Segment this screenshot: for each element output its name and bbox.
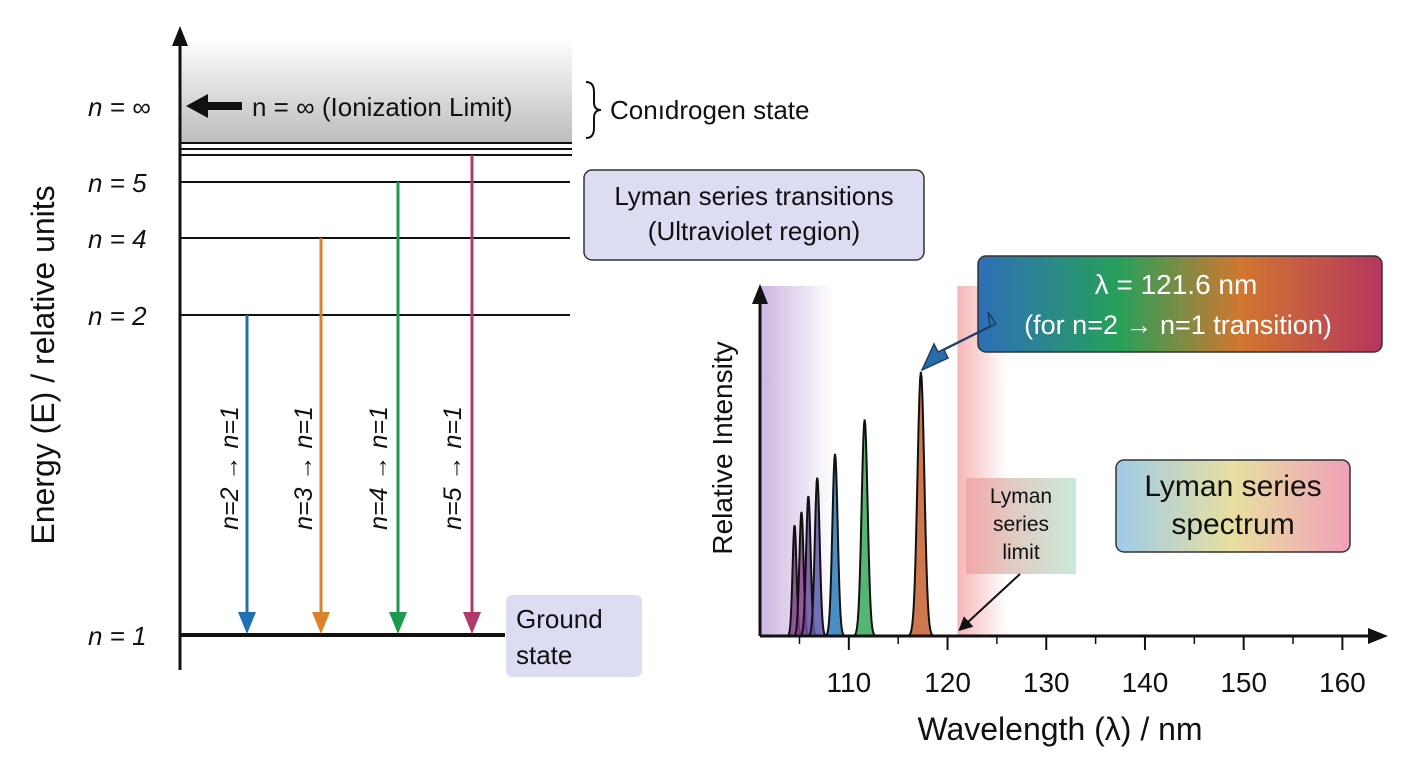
ground-state-box: [506, 595, 642, 677]
spectrum-x-label: Wavelength (λ) / nm: [917, 711, 1202, 747]
series-limit-line1: Lyman: [990, 485, 1052, 508]
spectral-peak: [837, 419, 892, 636]
spectral-peak: [776, 525, 813, 636]
transition-3-1: n=3 → n=1: [290, 238, 330, 634]
spectrum-y-label: Relative Intensity: [707, 341, 738, 554]
series-limit-line2: series: [993, 513, 1049, 536]
level-label-2: n = 2: [88, 301, 147, 331]
callout-line2: (for n=2 → n=1 transition): [1024, 310, 1332, 340]
x-tick-label: 140: [1122, 667, 1169, 698]
spectrum-label-line2: spectrum: [1171, 508, 1294, 541]
series-box-line2: (Ultraviolet region): [648, 216, 860, 246]
series-box-line1: Lyman series transitions: [614, 181, 893, 211]
arrowhead-icon: [389, 612, 407, 634]
series-limit-arrow: [958, 573, 1021, 631]
arrowhead-icon: [463, 612, 481, 634]
spectrum-label-box: [1115, 459, 1351, 553]
callout-line1: λ = 121.6 nm: [1095, 269, 1258, 300]
x-tick-label: 150: [1220, 667, 1267, 698]
series-limit-line3: limit: [1002, 541, 1039, 564]
ionization-arrow-icon: [186, 94, 242, 118]
spectrum-x-arrowhead: [1368, 628, 1388, 644]
continuum-brace: [585, 81, 602, 139]
callout-pointer-arrow: [920, 311, 998, 372]
x-tick-label: 120: [924, 667, 971, 698]
spectral-peak: [782, 511, 821, 636]
ionization-band: [180, 38, 572, 142]
continuum-label: Conıdrogen state: [610, 95, 809, 125]
spectral-peak: [787, 496, 830, 636]
series-box: [583, 169, 925, 261]
energy-axis-label: Energy (E) / relative units: [25, 185, 61, 544]
spectral-peak: [794, 477, 840, 636]
transition-2-1: n=2 → n=1: [216, 315, 256, 634]
transition-4-1: n=4 → n=1: [365, 182, 407, 634]
level-label-inf: n = ∞: [88, 92, 151, 122]
transition-label: n=5 → n=1: [439, 406, 467, 530]
level-label-1: n = 1: [88, 621, 147, 651]
series-limit-box: [966, 478, 1076, 574]
transition-label: n=4 → n=1: [365, 406, 393, 530]
spectral-peak: [889, 372, 953, 636]
transition-label: n=2 → n=1: [216, 406, 244, 530]
x-tick-label: 160: [1319, 667, 1366, 698]
arrowhead-icon: [238, 612, 256, 634]
transition-5-1: n=5 → n=1: [439, 155, 481, 634]
ionization-label: n = ∞ (Ionization Limit): [252, 92, 513, 122]
spectral-peak: [810, 453, 860, 636]
level-label-4: n = 4: [88, 224, 147, 254]
ground-state-line2: state: [516, 640, 572, 670]
transition-label: n=3 → n=1: [290, 406, 318, 530]
ground-state-line1: Ground: [516, 604, 603, 634]
spectrum-label-line1: Lyman series: [1144, 470, 1321, 503]
arrowhead-icon: [312, 612, 330, 634]
x-tick-label: 110: [827, 667, 872, 698]
level-label-5: n = 5: [88, 168, 147, 198]
wavelength-callout: [977, 255, 1383, 353]
spectrum-chart: 110 120 130 140 150 160 Wavelength (λ) / nm R…: [707, 255, 1388, 747]
x-tick-label: 130: [1023, 667, 1070, 698]
energy-axis-arrowhead: [172, 26, 188, 46]
spectrum-y-arrowhead: [752, 284, 768, 304]
